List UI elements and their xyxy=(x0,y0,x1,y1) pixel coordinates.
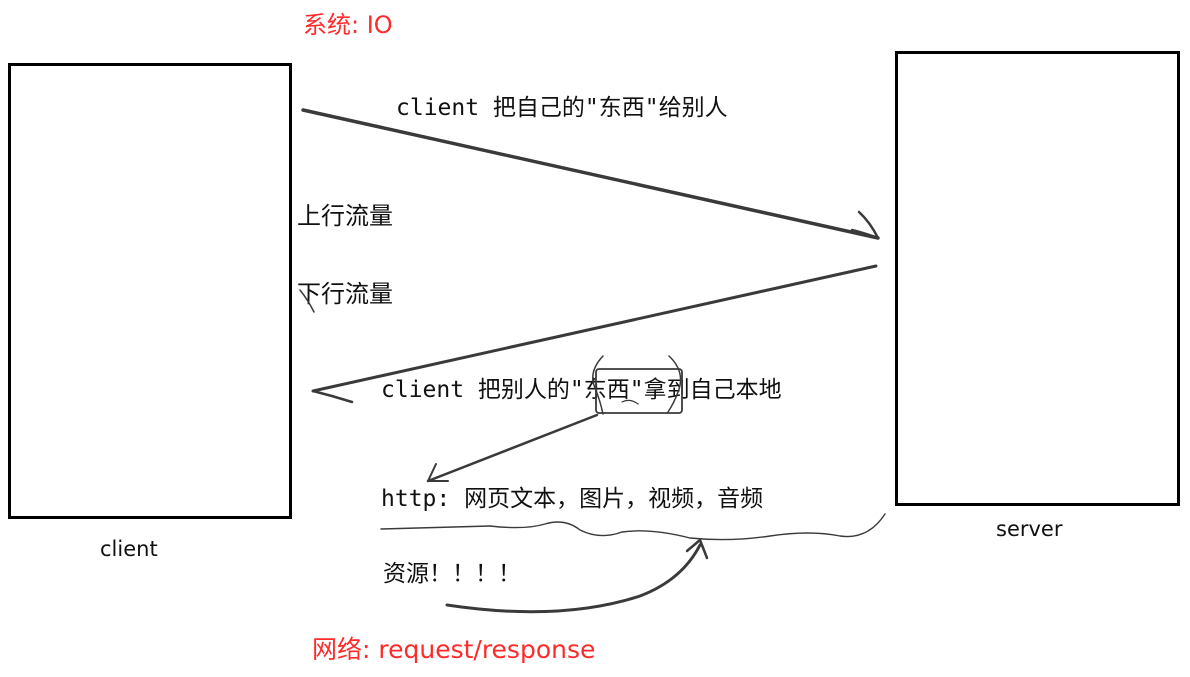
http-content-annotation: http: 网页文本，图片，视频，音频 xyxy=(381,486,764,512)
client-label: client xyxy=(100,537,158,561)
server-label: server xyxy=(996,517,1063,541)
network-request-response-label: 网络: request/response xyxy=(312,635,596,664)
client-box xyxy=(8,63,292,519)
downstream-arrowhead xyxy=(311,389,354,404)
resources-annotation: 资源！！！！ xyxy=(383,561,521,587)
upstream-traffic-label: 上行流量 xyxy=(297,202,393,230)
downstream-arrow-line xyxy=(311,264,878,393)
upstream-arrowhead xyxy=(850,210,880,240)
downstream-traffic-label: 下行流量 xyxy=(297,280,393,308)
server-box xyxy=(895,51,1180,506)
content-to-http-arrowhead xyxy=(427,463,449,482)
system-io-label: 系统: IO xyxy=(303,11,393,39)
download-annotation: client 把别人的"东西"拿到自己本地 xyxy=(381,377,782,403)
wavy-underline xyxy=(489,513,886,541)
upload-annotation: client 把自己的"东西"给别人 xyxy=(396,95,728,121)
resources-arrowhead xyxy=(685,538,709,560)
content-to-http-arrow xyxy=(426,413,599,483)
http-underline xyxy=(380,525,491,530)
